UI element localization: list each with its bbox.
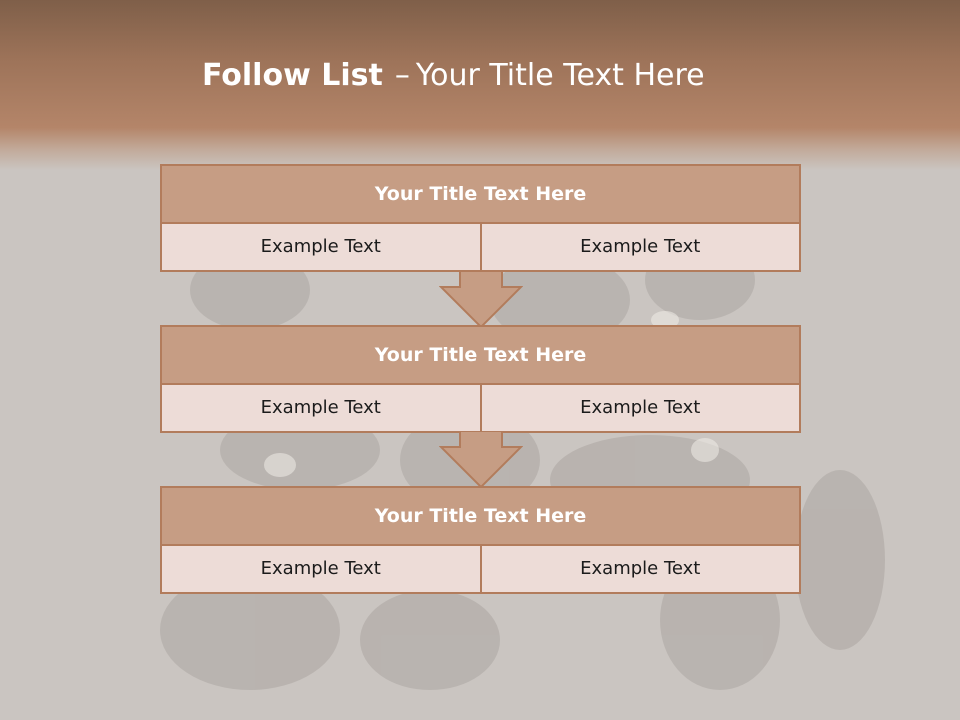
list-box-3: Your Title Text Here Example Text Exampl… bbox=[160, 486, 801, 594]
down-arrow-icon bbox=[439, 271, 523, 329]
list-box-cell-left: Example Text bbox=[260, 397, 381, 418]
slide-title-bold: Follow List bbox=[202, 58, 383, 93]
header-band bbox=[0, 0, 960, 170]
slide-title-dash: – bbox=[394, 58, 410, 93]
list-box-title: Your Title Text Here bbox=[162, 327, 799, 385]
list-box-cell-right: Example Text bbox=[479, 385, 800, 431]
list-box-1: Your Title Text Here Example Text Exampl… bbox=[160, 164, 801, 272]
list-box-title: Your Title Text Here bbox=[162, 488, 799, 546]
list-box-title: Your Title Text Here bbox=[162, 166, 799, 224]
list-box-cell-left: Example Text bbox=[260, 558, 381, 579]
slide-title: Follow List–Your Title Text Here bbox=[202, 56, 705, 96]
list-box-cell-left: Example Text bbox=[260, 236, 381, 257]
list-box-row: Example Text Example Text bbox=[162, 385, 799, 431]
list-box-cell-right: Example Text bbox=[479, 546, 800, 592]
list-box-cell-right: Example Text bbox=[479, 224, 800, 270]
down-arrow-icon bbox=[439, 431, 523, 489]
list-box-row: Example Text Example Text bbox=[162, 546, 799, 592]
slide-title-rest: Your Title Text Here bbox=[415, 58, 705, 93]
list-box-row: Example Text Example Text bbox=[162, 224, 799, 270]
list-box-2: Your Title Text Here Example Text Exampl… bbox=[160, 325, 801, 433]
